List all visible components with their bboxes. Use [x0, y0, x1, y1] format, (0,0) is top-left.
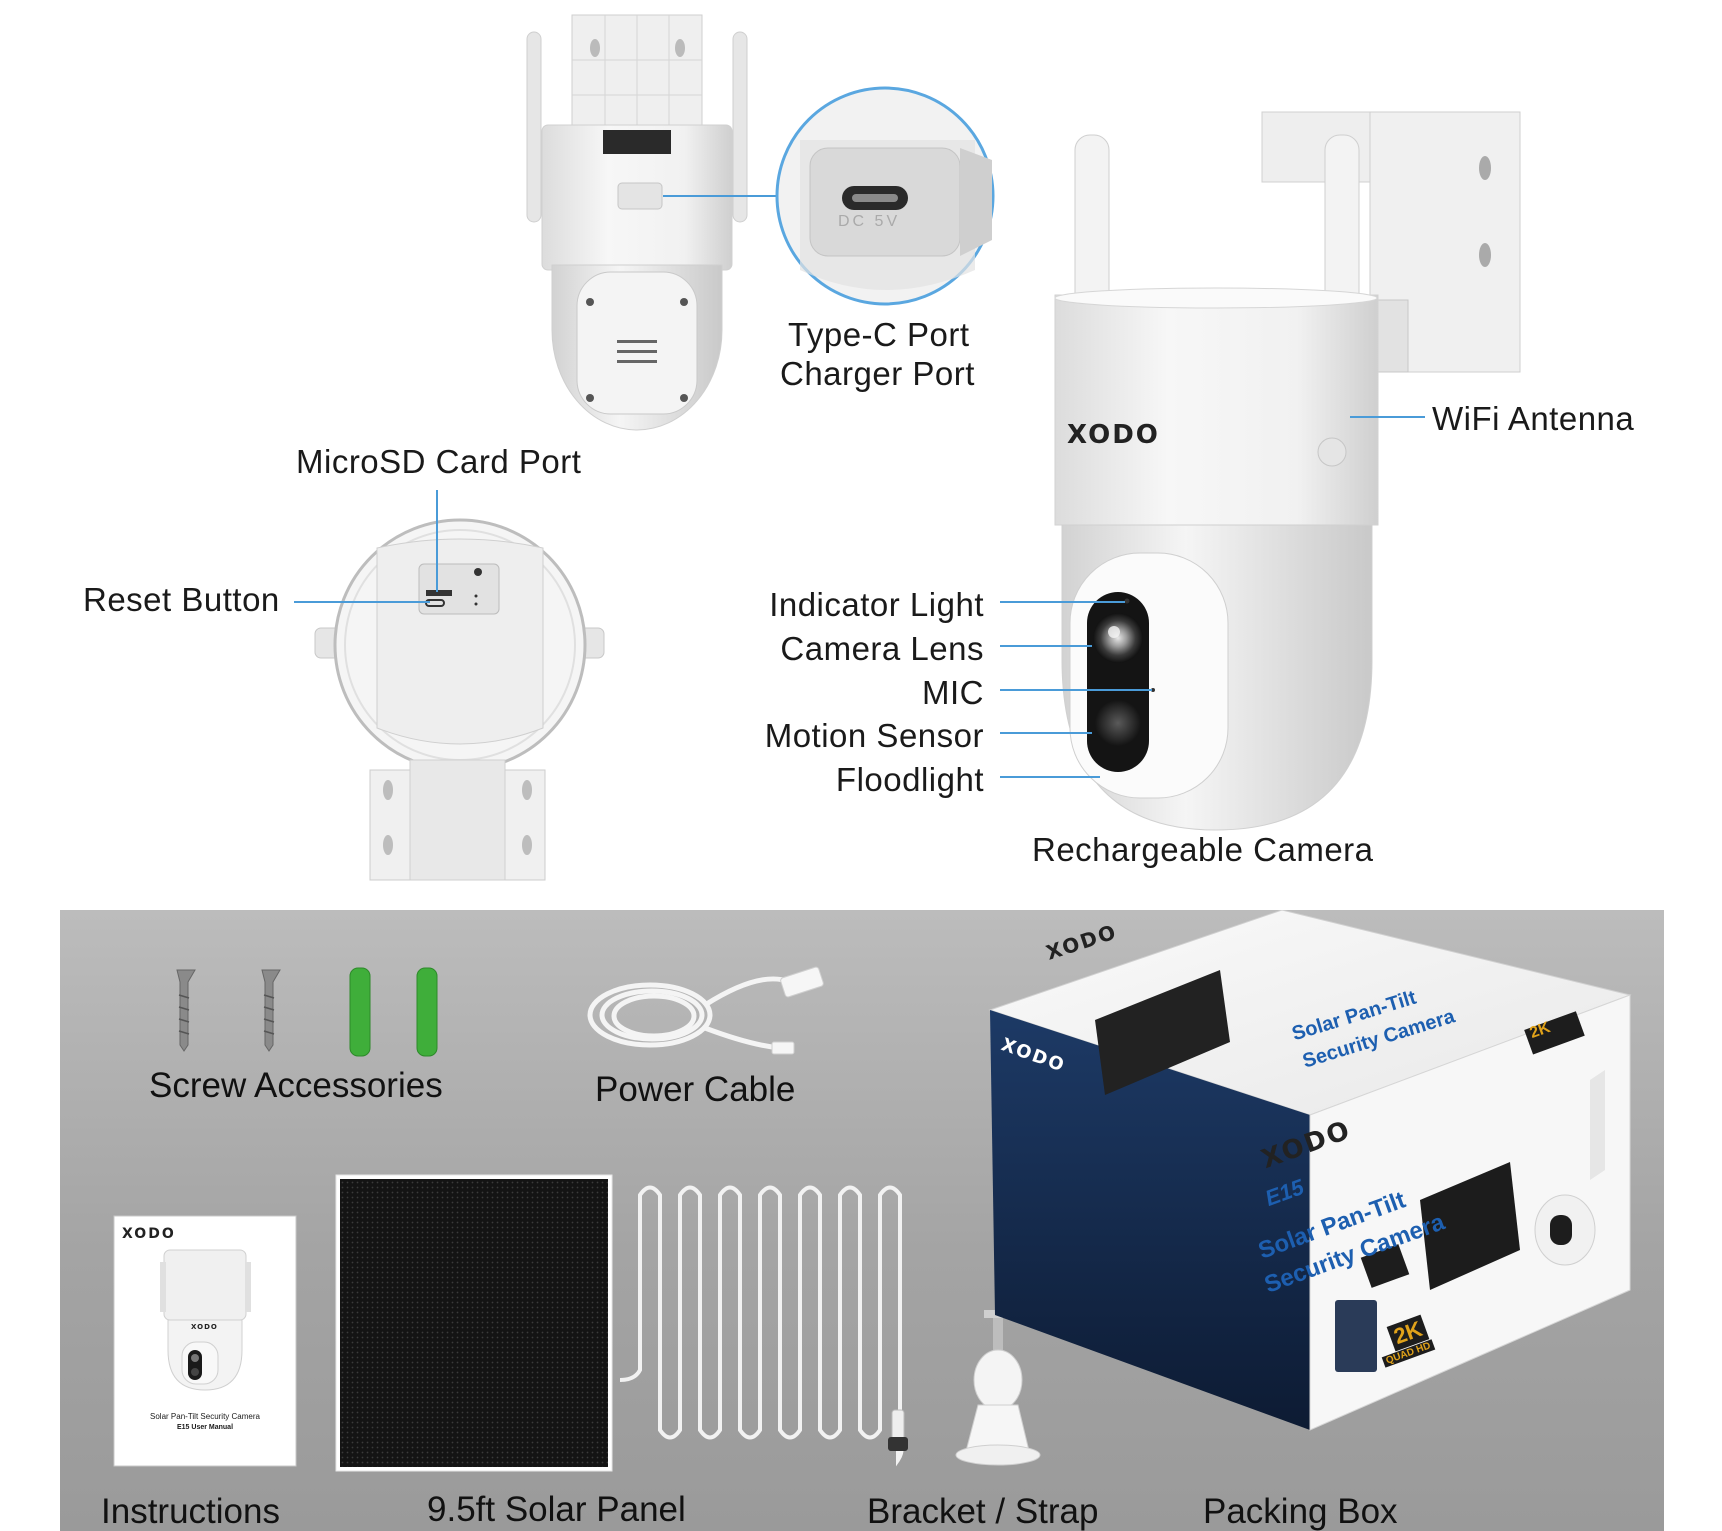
solar-connector	[891, 1409, 905, 1441]
bracket	[955, 1310, 1041, 1466]
manual-subtitle: E15 User Manual	[176, 1424, 234, 1431]
usb-plug	[780, 966, 824, 998]
leader-lines	[1000, 416, 1425, 778]
label-screw-accessories: Screw Accessories	[149, 1066, 443, 1105]
micro-usb-plug	[771, 1041, 795, 1055]
dc-marking: DC 5V	[838, 213, 901, 230]
manual-title: Solar Pan-Tilt Security Camera	[150, 1412, 260, 1421]
screws	[176, 969, 281, 1052]
manual-camera-logo: XODO	[191, 1323, 218, 1331]
box-top-solar	[1095, 970, 1230, 1095]
label-camera-lens: Camera Lens	[780, 630, 984, 667]
mount-slot	[603, 130, 671, 154]
label-rechargeable-camera: Rechargeable Camera	[1032, 831, 1374, 868]
speaker-grille	[617, 340, 657, 363]
label-motion-sensor: Motion Sensor	[764, 717, 984, 754]
label-indicator-light: Indicator Light	[769, 586, 984, 623]
accessories-illustration	[113, 910, 1632, 1472]
label-mic: MIC	[922, 674, 984, 711]
manual-logo: XODO	[122, 1226, 176, 1242]
label-bracket-strap: Bracket / Strap	[867, 1492, 1099, 1531]
label-instructions: Instructions	[101, 1492, 280, 1531]
label-power-cable: Power Cable	[595, 1070, 796, 1109]
label-packing-box: Packing Box	[1203, 1492, 1398, 1531]
label-reset-button: Reset Button	[83, 581, 280, 618]
packing-box	[988, 910, 1632, 1431]
antenna-left	[1074, 134, 1110, 311]
accessories-panel: XODO XODO XODO E15 Solar Pan-Tilt Securi…	[60, 910, 1664, 1531]
microsd-slot	[426, 590, 452, 596]
power-cable	[587, 976, 791, 1051]
motion-sensor	[1095, 700, 1141, 746]
label-type-c-port: Type-C Port	[788, 316, 970, 353]
box-side-solar	[1420, 1162, 1520, 1290]
label-floodlight: Floodlight	[835, 761, 984, 798]
solar-panel	[335, 1174, 613, 1472]
solar-cable	[619, 1185, 905, 1467]
box-phone	[1335, 1300, 1377, 1372]
camera-back-view	[526, 14, 748, 431]
label-solar-panel: 9.5ft Solar Panel	[427, 1490, 686, 1529]
sd-card-slot-cover	[418, 563, 500, 615]
antenna-left	[526, 31, 542, 223]
antenna-right	[732, 31, 748, 223]
label-microsd-port: MicroSD Card Port	[296, 443, 582, 480]
camera-lens	[1093, 613, 1143, 663]
label-wifi-antenna: WiFi Antenna	[1432, 400, 1635, 437]
port-cover	[617, 182, 663, 210]
indicator-light	[1124, 598, 1130, 604]
camera-logo: XODO	[1067, 420, 1160, 450]
label-charger-port: Charger Port	[780, 355, 975, 392]
type-c-zoom	[663, 86, 995, 306]
instructions-booklet	[113, 1215, 297, 1467]
wall-anchors	[349, 967, 438, 1057]
camera-bottom-view	[294, 490, 605, 881]
camera-front-view	[1000, 111, 1521, 831]
